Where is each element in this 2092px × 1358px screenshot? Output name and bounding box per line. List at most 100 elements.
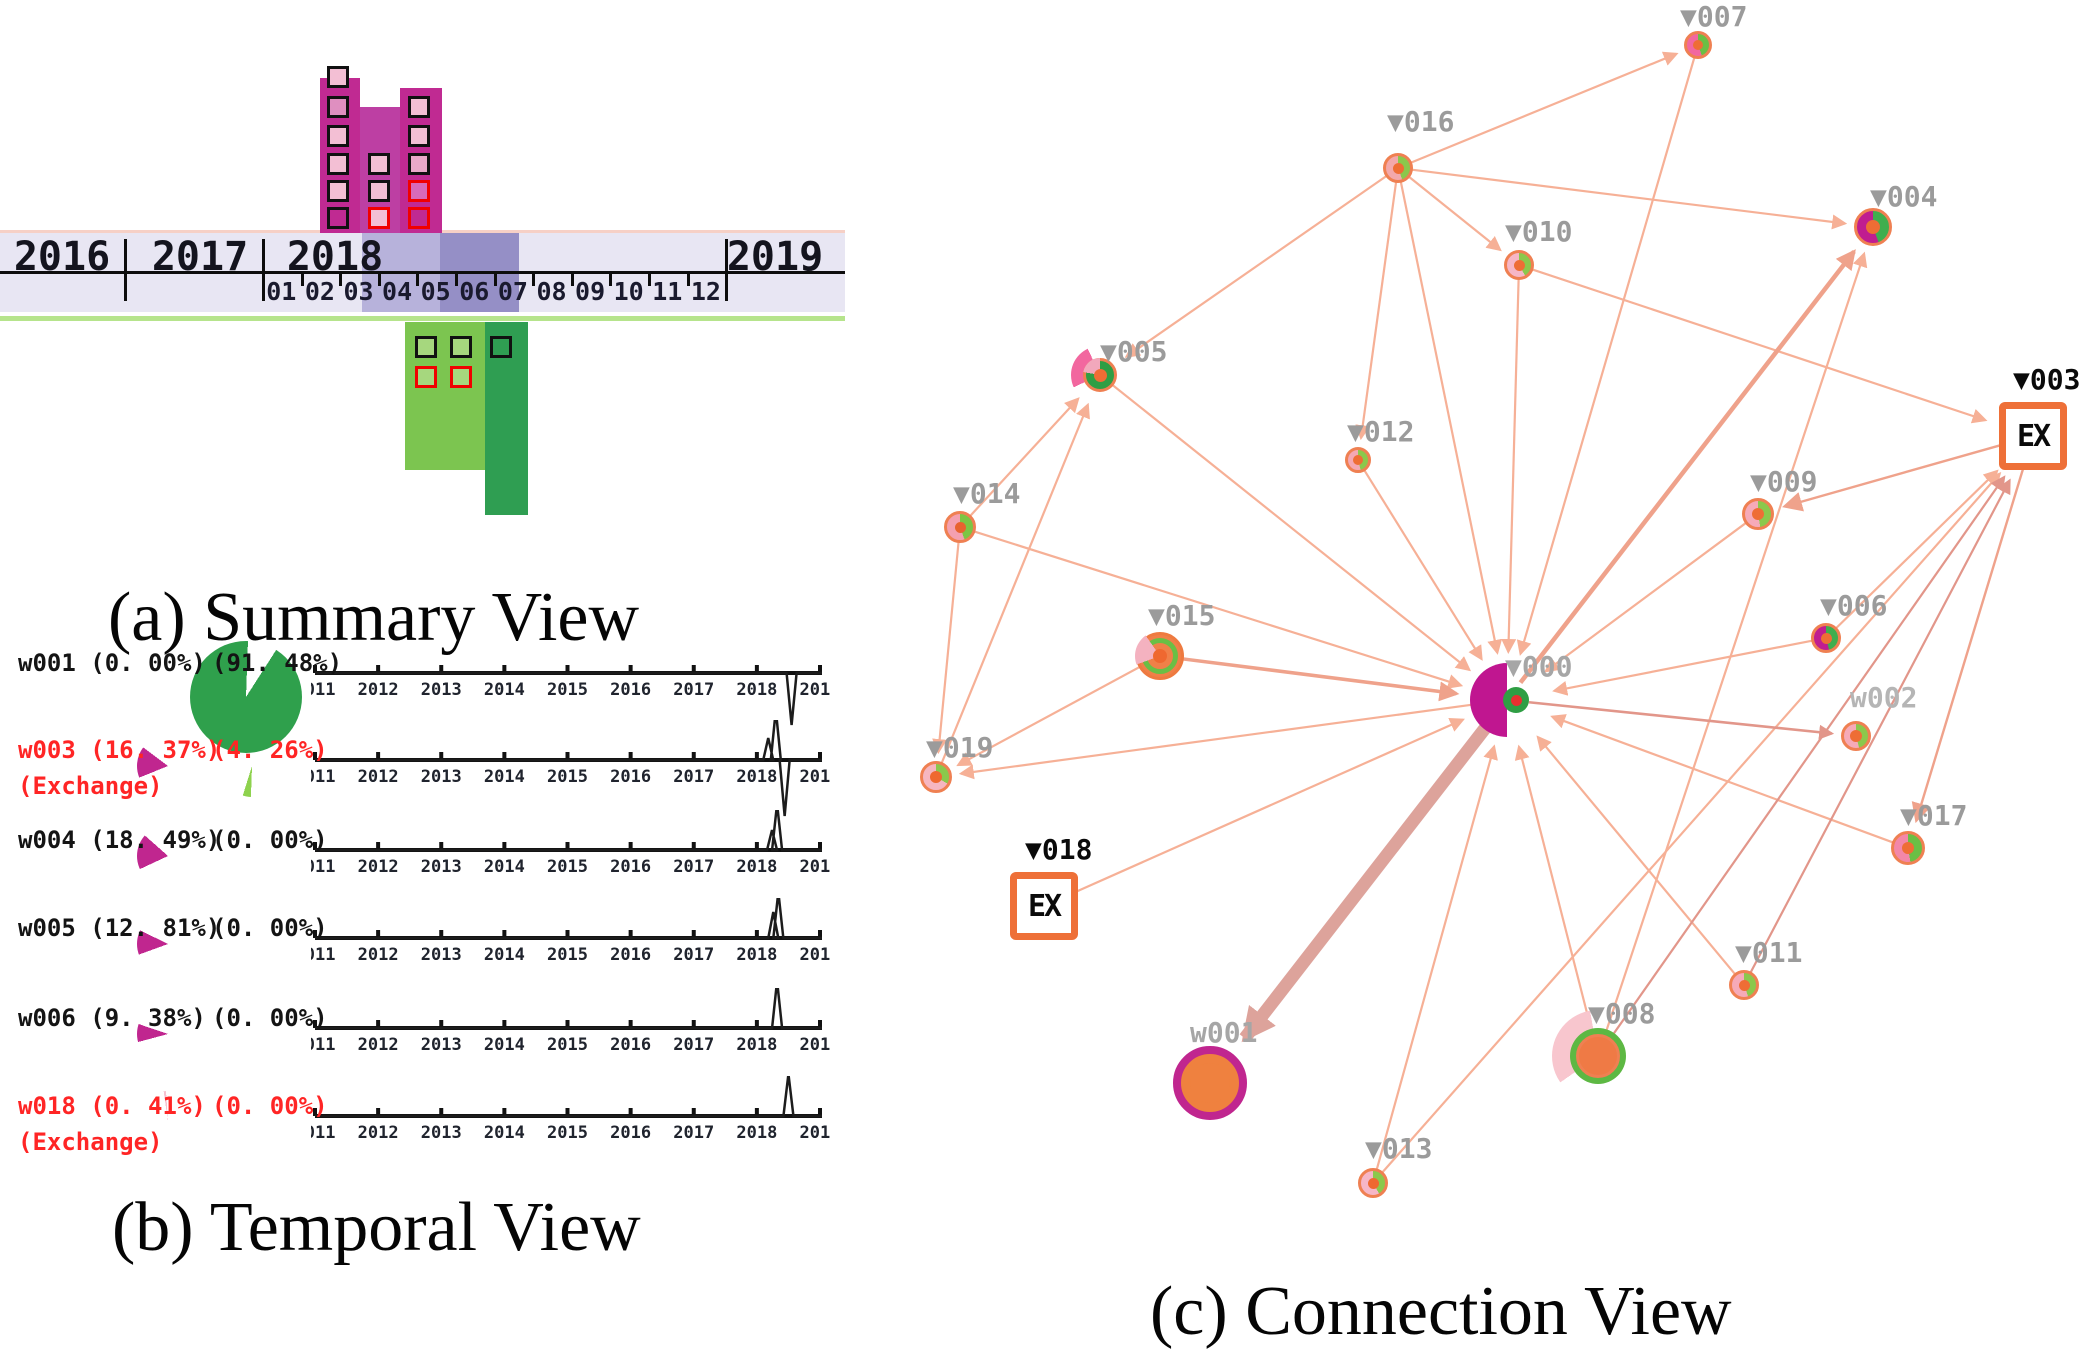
- month-label: 04: [382, 277, 413, 306]
- svg-text:2015: 2015: [547, 680, 588, 700]
- spark-series: [315, 988, 822, 1030]
- month-label: 07: [497, 277, 528, 306]
- svg-text:2012: 2012: [358, 1123, 399, 1143]
- edge-w011-w000: [1536, 735, 1740, 979]
- pie-chart[interactable]: [137, 1091, 199, 1153]
- node-glyph-layer: [1866, 220, 1880, 234]
- tx-marker-square[interactable]: [327, 66, 349, 88]
- node-label-w004: ▼004: [1870, 180, 1938, 213]
- node-glyph-layer: [944, 511, 976, 543]
- edge-w000-w019: [958, 701, 1486, 780]
- wallet-row-label: w004 (18. 49%): [18, 826, 221, 854]
- edge-w014-w005: [965, 397, 1080, 521]
- month-label: 08: [536, 277, 567, 306]
- edge-w013-w000: [1374, 744, 1498, 1175]
- svg-text:2013: 2013: [421, 1123, 462, 1143]
- svg-text:2014: 2014: [484, 1035, 525, 1055]
- tx-marker-square[interactable]: [368, 153, 390, 175]
- tx-marker-square[interactable]: [408, 180, 430, 202]
- tx-marker-square[interactable]: [327, 96, 349, 118]
- edge-w008-w000: [1514, 744, 1595, 1039]
- tx-marker-square[interactable]: [415, 336, 437, 358]
- year-tick: [262, 239, 265, 301]
- tx-marker-square[interactable]: [408, 125, 430, 147]
- svg-text:2018: 2018: [736, 857, 777, 877]
- pie-chart[interactable]: [137, 913, 199, 975]
- node-label-w007: ▼007: [1680, 0, 1748, 33]
- month-label: 12: [690, 277, 721, 306]
- spark-series: [315, 898, 822, 940]
- pie-chart[interactable]: [221, 735, 283, 797]
- pie-chart[interactable]: [137, 1003, 199, 1065]
- month-tick: [416, 274, 420, 286]
- svg-text:2012: 2012: [358, 945, 399, 965]
- spark-series: [315, 1076, 822, 1118]
- svg-text:2014: 2014: [484, 680, 525, 700]
- edge-w011-w003: [1747, 478, 2011, 978]
- tx-marker-square[interactable]: [450, 366, 472, 388]
- wallet-row-pct2: (0. 00%): [212, 1004, 328, 1032]
- svg-text:2017: 2017: [673, 767, 714, 787]
- tx-marker-square[interactable]: [327, 125, 349, 147]
- pie-chart[interactable]: [190, 641, 302, 753]
- node-label-w009: ▼009: [1750, 465, 1818, 498]
- exchange-node-w003[interactable]: EX: [1999, 402, 2067, 470]
- tx-marker-square[interactable]: [327, 153, 349, 175]
- tx-marker-square[interactable]: [490, 336, 512, 358]
- edge-w010-w003: [1527, 266, 1988, 424]
- spark-series: [315, 810, 822, 852]
- edge-w014-w000: [968, 528, 1464, 689]
- node-glyph-layer: [1684, 31, 1712, 59]
- tx-marker-square[interactable]: [408, 153, 430, 175]
- edge-w000-w001: [1239, 713, 1499, 1043]
- sparkline: 201120122013201420152016201720182019: [311, 665, 830, 726]
- svg-text:2015: 2015: [547, 767, 588, 787]
- node-glyph-layer: [1820, 632, 1832, 644]
- svg-text:2015: 2015: [547, 857, 588, 877]
- exchange-node-w018[interactable]: EX: [1010, 872, 1078, 940]
- wallet-row-label: w005 (12. 81%): [18, 914, 221, 942]
- svg-text:2013: 2013: [421, 1035, 462, 1055]
- edge-w016-w000: [1398, 176, 1503, 655]
- node-label-w012: ▼012: [1347, 415, 1415, 448]
- wallet-row-label: w003 (16. 37%): [18, 736, 221, 764]
- svg-text:2017: 2017: [673, 680, 714, 700]
- node-label-w016: ▼016: [1387, 105, 1455, 138]
- tx-marker-square[interactable]: [408, 96, 430, 118]
- month-tick: [339, 274, 343, 286]
- tx-marker-square[interactable]: [368, 207, 390, 229]
- month-label: 11: [652, 277, 683, 306]
- wallet-row-pct2: (91. 48%): [212, 649, 343, 677]
- svg-text:2016: 2016: [610, 1035, 651, 1055]
- tx-marker-square[interactable]: [327, 180, 349, 202]
- wallet-row-pct2: (4. 26%): [212, 736, 328, 764]
- tx-marker-square[interactable]: [368, 180, 390, 202]
- wallet-row-exchange-tag: (Exchange): [18, 772, 163, 800]
- node-label-w002: w002: [1850, 681, 1918, 714]
- node-label-w014: ▼014: [953, 477, 1021, 510]
- edge-w019-w005: [938, 402, 1090, 769]
- year-label: 2016: [13, 234, 111, 280]
- month-tick: [532, 274, 536, 286]
- svg-text:2015: 2015: [547, 945, 588, 965]
- tx-marker-square[interactable]: [327, 207, 349, 229]
- pie-chart[interactable]: [137, 735, 199, 797]
- wallet-row-label: w006 (9. 38%): [18, 1004, 206, 1032]
- tx-marker-square[interactable]: [415, 366, 437, 388]
- pie-chart[interactable]: [137, 825, 199, 887]
- month-label: 02: [304, 277, 335, 306]
- svg-text:2014: 2014: [484, 1123, 525, 1143]
- svg-text:2016: 2016: [610, 945, 651, 965]
- node-label-w006: ▼006: [1820, 589, 1888, 622]
- node-label-w010: ▼010: [1505, 215, 1573, 248]
- tx-marker-square[interactable]: [450, 336, 472, 358]
- svg-text:2012: 2012: [358, 857, 399, 877]
- svg-text:2014: 2014: [484, 857, 525, 877]
- edge-w015-w019: [956, 661, 1148, 767]
- month-tick: [609, 274, 613, 286]
- month-label: 09: [575, 277, 606, 306]
- spark-series: [315, 671, 822, 726]
- tx-marker-square[interactable]: [408, 207, 430, 229]
- month-tick: [262, 274, 265, 286]
